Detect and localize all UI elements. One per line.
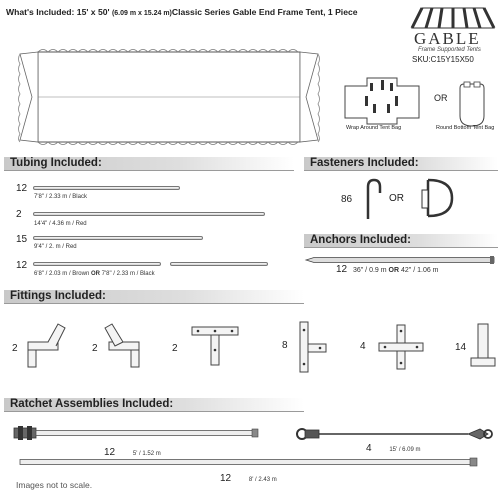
- ratchets-section-header: Ratchet Assemblies Included:: [4, 398, 304, 412]
- anchor-label-a: 36" / 0.9 m: [352, 267, 387, 274]
- fitting-qty: 4: [360, 341, 366, 352]
- tubing-qty: 12: [16, 260, 28, 271]
- cable-caption: 4 15' / 6.09 m: [366, 438, 421, 456]
- tube-black-short: [33, 186, 180, 190]
- fastener-or: OR: [389, 193, 404, 204]
- tube-red-mid: [33, 236, 203, 240]
- tubing-label: 7'8" / 2.33 m / Black: [34, 194, 87, 200]
- fitting-qty: 2: [172, 343, 178, 354]
- scale-note: Images not to scale.: [16, 480, 93, 490]
- anchors-title: Anchors Included:: [310, 234, 411, 246]
- cable-label: 15' / 6.09 m: [389, 447, 421, 453]
- tubing-qty: 12: [16, 183, 28, 194]
- cross-fitting-icon: [378, 324, 424, 370]
- strap1-qty: 12: [104, 447, 116, 458]
- tent-layout-diagram: [18, 49, 320, 145]
- bag-or-label: OR: [434, 93, 448, 103]
- tube-red-long: [33, 212, 265, 216]
- fitting-qty: 8: [282, 340, 288, 351]
- tubing-label: 14'4" / 4.36 m / Red: [34, 221, 87, 227]
- title-main: What's Included: 15' x 50': [6, 7, 110, 17]
- side-t-fitting-icon: [299, 321, 327, 373]
- j-hook-icon: [366, 178, 382, 219]
- title-product: Classic Series Gable End Frame Tent, 1 P…: [171, 7, 358, 17]
- fitting-qty: 2: [12, 343, 18, 354]
- anchor-or: OR: [388, 267, 400, 274]
- title-metric: (6.09 m x 15.24 m): [111, 10, 172, 17]
- gable-eave-fitting-icon: [104, 323, 140, 368]
- cable-ratchet-icon: [296, 428, 493, 440]
- tubing-qty: 2: [16, 209, 22, 220]
- ratchet-strap-short-icon: [13, 426, 259, 440]
- tubing-label: 6'8" / 2.03 m / Brown OR 7'8" / 2.33 m /…: [34, 271, 155, 277]
- fitting-qty: 14: [455, 342, 467, 353]
- round-bag-label: Round Bottom Tent Bag: [436, 125, 495, 131]
- wrap-around-bag-icon: [344, 77, 420, 125]
- anchors-section-header: Anchors Included:: [304, 234, 498, 248]
- tubing-qty: 15: [16, 234, 28, 245]
- brand-logo: GABLE Frame Supported Tents SKU:C15Y15X5…: [408, 2, 498, 66]
- wrap-bag-label: Wrap Around Tent Bag: [346, 125, 402, 131]
- strap2-caption: 12 8' / 2.43 m: [220, 468, 277, 486]
- cable-qty: 4: [366, 443, 372, 454]
- tent-logo-icon: [410, 7, 496, 29]
- t-plate-fitting-icon: [191, 326, 239, 366]
- tubing-section-header: Tubing Included:: [4, 157, 294, 171]
- round-bottom-bag-icon: [459, 81, 485, 127]
- strap1-label: 5' / 1.52 m: [132, 451, 161, 457]
- eave-fitting-icon: [27, 323, 66, 368]
- brand-name: GABLE: [414, 29, 481, 48]
- tubing-label: 9'4" / 2. m / Red: [34, 244, 77, 250]
- brand-tagline: Frame Supported Tents: [418, 47, 481, 53]
- tubing-label-a: 6'8" / 2.03 m / Brown: [34, 271, 90, 277]
- strap2-qty: 12: [220, 473, 232, 484]
- tubing-or: OR: [90, 271, 100, 277]
- strap1-caption: 12 5' / 1.52 m: [104, 442, 161, 460]
- stake-icon: [304, 256, 495, 264]
- fastener-qty: 86: [341, 194, 353, 205]
- fittings-section-header: Fittings Included:: [4, 290, 304, 304]
- anchor-label-b: 42" / 1.06 m: [401, 267, 439, 274]
- ratchet-strap-long-icon: [19, 457, 478, 467]
- tubing-label-b: 7'8" / 2.33 m / Black: [101, 271, 155, 277]
- fasteners-title: Fasteners Included:: [310, 157, 419, 169]
- ratchets-title: Ratchet Assemblies Included:: [10, 398, 174, 410]
- fasteners-section-header: Fasteners Included:: [304, 157, 498, 171]
- tube-brown: [33, 262, 161, 266]
- anchor-label: 12 36" / 0.9 m OR 42" / 1.06 m: [336, 264, 439, 275]
- fittings-title: Fittings Included:: [10, 290, 106, 302]
- d-ring-icon: [421, 178, 454, 218]
- base-plate-fitting-icon: [470, 323, 496, 367]
- fitting-qty: 2: [92, 343, 98, 354]
- tube-black-alt: [170, 262, 268, 266]
- sku: SKU:C15Y15X50: [412, 55, 474, 64]
- anchor-qty: 12: [336, 264, 348, 275]
- strap2-label: 8' / 2.43 m: [248, 477, 277, 483]
- page-title: What's Included: 15' x 50' (6.09 m x 15.…: [6, 7, 358, 17]
- tubing-title: Tubing Included:: [10, 157, 102, 169]
